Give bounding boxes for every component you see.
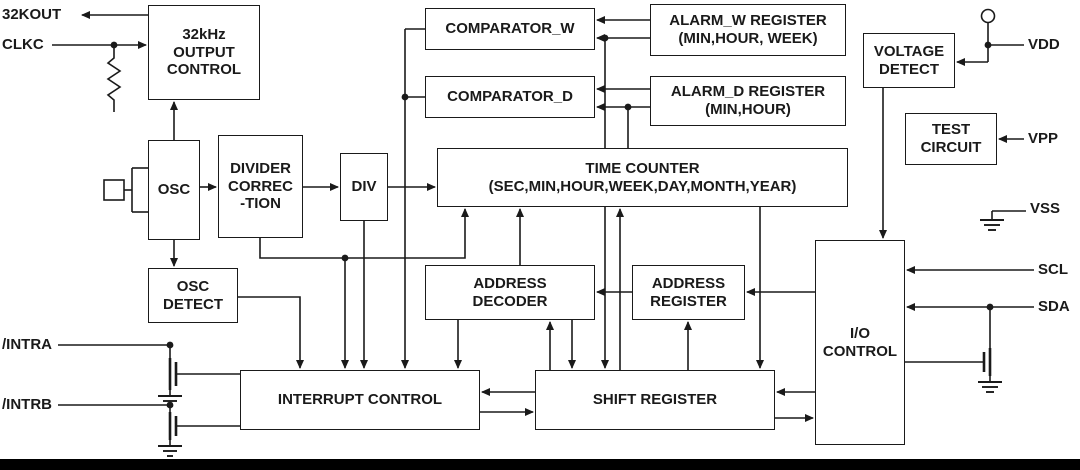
pin-label-vss: VSS — [1030, 200, 1061, 217]
block-io-control: I/O CONTROL — [815, 240, 905, 445]
vdd-supply-icon — [956, 8, 1024, 66]
block-osc: OSC — [148, 140, 200, 240]
block-time-counter: TIME COUNTER (SEC,MIN,HOUR,WEEK,DAY,MONT… — [437, 148, 848, 207]
mosfet-intra-icon — [58, 344, 240, 407]
wire-comparators-to-interrupt — [401, 28, 425, 369]
block-interrupt-control: INTERRUPT CONTROL — [240, 370, 480, 430]
mosfet-intrb-icon — [58, 404, 240, 457]
wire-alarmd-to-comparatord — [596, 85, 650, 111]
pin-label-intrb: /INTRB — [2, 396, 52, 413]
pin-label-sda: SDA — [1038, 298, 1070, 315]
wire-shift-register-to-decoder — [546, 320, 576, 370]
block-osc-detect: OSC DETECT — [148, 268, 238, 323]
pin-label-32kout: 32KOUT — [2, 6, 62, 23]
resistor-icon — [106, 45, 122, 112]
wire-osc-detect-to-interrupt — [238, 296, 304, 369]
mosfet-sda-icon — [905, 307, 1002, 393]
vss-ground-icon — [980, 210, 1026, 231]
block-output-control-32khz: 32kHz OUTPUT CONTROL — [148, 5, 260, 100]
block-alarm-w-register: ALARM_W REGISTER (MIN,HOUR, WEEK) — [650, 4, 846, 56]
wire-interrupt-shift-register — [480, 388, 535, 416]
junction-dots — [110, 34, 994, 409]
block-voltage-detect: VOLTAGE DETECT — [863, 33, 955, 88]
block-address-register: ADDRESS REGISTER — [632, 265, 745, 320]
block-test-circuit: TEST CIRCUIT — [905, 113, 997, 165]
block-address-decoder: ADDRESS DECODER — [425, 265, 595, 320]
wire-divider-to-time-counter — [259, 208, 469, 369]
block-alarm-d-register: ALARM_D REGISTER (MIN,HOUR) — [650, 76, 846, 126]
pin-label-clkc: CLKC — [2, 36, 44, 53]
crystal-icon — [103, 167, 148, 213]
block-div: DIV — [340, 153, 388, 221]
block-comparator-w: COMPARATOR_W — [425, 8, 595, 50]
pin-label-intra: /INTRA — [2, 336, 52, 353]
block-shift-register: SHIFT REGISTER — [535, 370, 775, 430]
pin-label-vdd: VDD — [1028, 36, 1060, 53]
block-divider-correction: DIVIDER CORREC -TION — [218, 135, 303, 238]
block-comparator-d: COMPARATOR_D — [425, 76, 595, 118]
pin-label-vpp: VPP — [1028, 130, 1059, 147]
pin-label-scl: SCL — [1038, 261, 1068, 278]
wire-time-counter-to-shift-register — [601, 207, 764, 370]
wire-shift-register-io-control — [775, 388, 815, 422]
bottom-bar — [0, 459, 1080, 470]
